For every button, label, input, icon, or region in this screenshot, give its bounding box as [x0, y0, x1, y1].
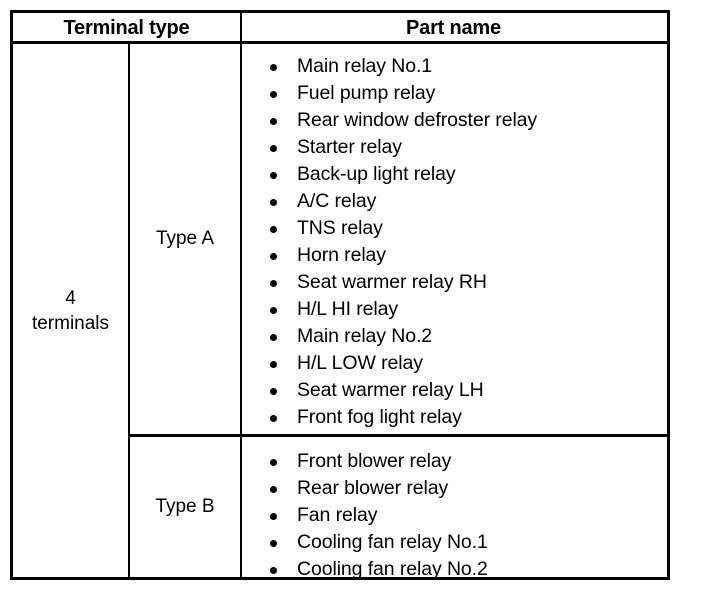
part-name-label: TNS relay: [297, 217, 383, 239]
bullet-icon: [270, 64, 277, 71]
part-list-item: Rear window defroster relay: [242, 107, 667, 134]
part-list-item: Front blower relay: [242, 448, 667, 475]
bullet-icon: [270, 91, 277, 98]
bullet-icon: [270, 388, 277, 395]
part-name-label: Rear blower relay: [297, 477, 449, 499]
part-list-item: Seat warmer relay LH: [242, 377, 667, 404]
part-list-item: Rear blower relay: [242, 475, 667, 502]
part-list-item: Main relay No.1: [242, 53, 667, 80]
part-name-label: Fuel pump relay: [297, 82, 436, 104]
part-name-label: Rear window defroster relay: [297, 109, 538, 131]
bullet-icon: [270, 540, 277, 547]
part-name-label: Front fog light relay: [297, 406, 462, 428]
part-name-label: Seat warmer relay LH: [297, 379, 484, 401]
part-list-item: Starter relay: [242, 134, 667, 161]
bullet-icon: [270, 486, 277, 493]
terminal-count-cell: 4 terminals: [13, 44, 128, 577]
part-name-label: Fan relay: [297, 504, 378, 526]
part-name-label: Horn relay: [297, 244, 386, 266]
part-list-item: A/C relay: [242, 188, 667, 215]
part-name-label: Starter relay: [297, 136, 402, 158]
column-header-terminal-type: Terminal type: [63, 17, 190, 39]
part-list-item: Cooling fan relay No.2: [242, 556, 667, 583]
type-label-cell-a: Type A: [130, 44, 240, 434]
terminal-count-number: 4: [65, 287, 76, 309]
terminal-type-column-divider: [128, 44, 130, 577]
bullet-icon: [270, 226, 277, 233]
bullet-icon: [270, 361, 277, 368]
bullet-icon: [270, 415, 277, 422]
part-name-label: Main relay No.1: [297, 55, 433, 77]
type-label-cell-b: Type B: [130, 437, 240, 577]
part-list-item: H/L HI relay: [242, 296, 667, 323]
part-name-column-divider: [240, 44, 242, 577]
type-group-divider: [128, 434, 667, 437]
part-list-item: TNS relay: [242, 215, 667, 242]
part-list-item: Cooling fan relay No.1: [242, 529, 667, 556]
header-column-divider: [240, 13, 242, 44]
part-list-item: Fan relay: [242, 502, 667, 529]
part-name-label: A/C relay: [297, 190, 377, 212]
table-header-row: Terminal type Part name: [13, 13, 667, 44]
part-name-label: H/L LOW relay: [297, 352, 423, 374]
terminal-part-table: Terminal type Part name 4 terminals Type…: [10, 10, 670, 580]
column-header-part-name: Part name: [406, 17, 501, 39]
part-name-label: Front blower relay: [297, 450, 452, 472]
bullet-icon: [270, 334, 277, 341]
part-list-item: Fuel pump relay: [242, 80, 667, 107]
part-name-label: Main relay No.2: [297, 325, 433, 347]
bullet-icon: [270, 459, 277, 466]
bullet-icon: [270, 280, 277, 287]
bullet-icon: [270, 253, 277, 260]
bullet-icon: [270, 567, 277, 574]
part-list-item: Main relay No.2: [242, 323, 667, 350]
type-label-b: Type B: [155, 496, 215, 517]
part-name-label: Back-up light relay: [297, 163, 456, 185]
part-name-label: Cooling fan relay No.1: [297, 531, 488, 553]
bullet-icon: [270, 307, 277, 314]
part-name-label: Cooling fan relay No.2: [297, 558, 488, 580]
part-list-item: Front fog light relay: [242, 404, 667, 431]
bullet-icon: [270, 172, 277, 179]
bullet-icon: [270, 145, 277, 152]
bullet-icon: [270, 513, 277, 520]
part-list-item: H/L LOW relay: [242, 350, 667, 377]
part-name-label: H/L HI relay: [297, 298, 399, 320]
part-name-label: Seat warmer relay RH: [297, 271, 487, 293]
part-list-item: Seat warmer relay RH: [242, 269, 667, 296]
part-list-item: Horn relay: [242, 242, 667, 269]
type-label-a: Type A: [155, 228, 215, 249]
part-list-item: Back-up light relay: [242, 161, 667, 188]
bullet-icon: [270, 118, 277, 125]
bullet-icon: [270, 199, 277, 206]
terminal-count-unit: terminals: [31, 312, 110, 334]
